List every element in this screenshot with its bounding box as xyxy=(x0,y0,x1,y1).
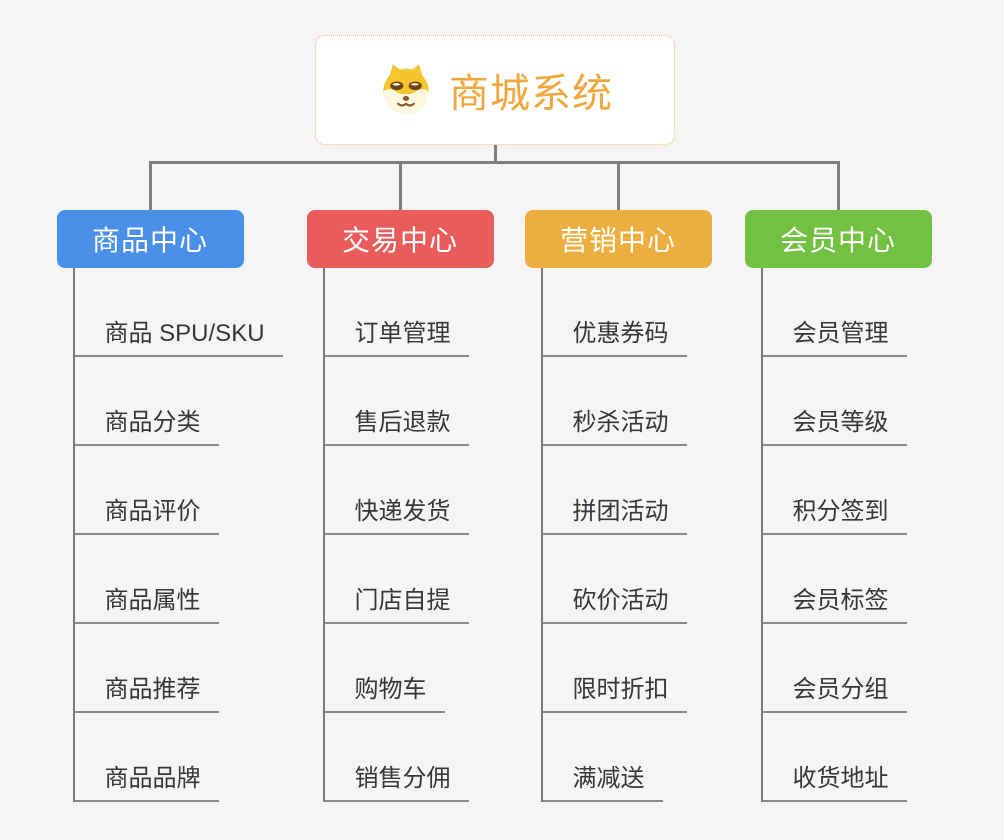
child-item[interactable]: 秒杀活动 xyxy=(540,357,687,446)
child-label: 拼团活动 xyxy=(540,491,687,535)
child-item[interactable]: 商品分类 xyxy=(72,357,283,446)
child-label: 砍价活动 xyxy=(540,580,687,624)
child-label: 优惠券码 xyxy=(540,313,687,357)
branch-label: 营销中心 xyxy=(559,225,676,256)
child-label: 商品分类 xyxy=(72,402,219,446)
child-label: 售后退款 xyxy=(322,402,469,446)
branch-node-0[interactable]: 商品中心 xyxy=(56,210,244,268)
child-item[interactable]: 购物车 xyxy=(322,624,469,713)
child-label: 会员分组 xyxy=(760,669,907,713)
child-item[interactable]: 会员等级 xyxy=(760,357,907,446)
child-item[interactable]: 会员标签 xyxy=(760,535,907,624)
branch-node-1[interactable]: 交易中心 xyxy=(306,210,494,268)
child-item[interactable]: 砍价活动 xyxy=(540,535,687,624)
child-item[interactable]: 满减送 xyxy=(540,713,687,802)
connector-child-spine xyxy=(72,268,75,802)
child-item[interactable]: 商品品牌 xyxy=(72,713,283,802)
branch-node-3[interactable]: 会员中心 xyxy=(744,210,932,268)
branch-children-2: 优惠券码秒杀活动拼团活动砍价活动限时折扣满减送 xyxy=(540,268,687,802)
child-item[interactable]: 商品推荐 xyxy=(72,624,283,713)
child-label: 快递发货 xyxy=(322,491,469,535)
connector-bus xyxy=(148,161,840,164)
child-item[interactable]: 收货地址 xyxy=(760,713,907,802)
dog-face-icon xyxy=(377,60,435,121)
root-node-mall-system[interactable]: 商城系统 xyxy=(315,35,675,145)
child-label: 秒杀活动 xyxy=(540,402,687,446)
branch-label: 商品中心 xyxy=(91,225,208,256)
child-item[interactable]: 会员分组 xyxy=(760,624,907,713)
child-label: 商品 SPU/SKU xyxy=(72,313,283,357)
child-label: 商品推荐 xyxy=(72,669,219,713)
connector-branch-drop xyxy=(616,161,620,210)
child-label: 会员管理 xyxy=(760,313,907,357)
root-title: 商城系统 xyxy=(449,72,613,116)
child-label: 会员标签 xyxy=(760,580,907,624)
child-item[interactable]: 快递发货 xyxy=(322,446,469,535)
child-label: 购物车 xyxy=(322,669,445,713)
branch-label: 交易中心 xyxy=(341,225,458,256)
child-label: 收货地址 xyxy=(760,758,907,802)
child-item[interactable]: 订单管理 xyxy=(322,268,469,357)
child-label: 商品评价 xyxy=(72,491,219,535)
branch-children-0: 商品 SPU/SKU 商品分类商品评价商品属性商品推荐商品品牌 xyxy=(72,268,283,802)
child-item[interactable]: 会员管理 xyxy=(760,268,907,357)
child-label: 商品属性 xyxy=(72,580,219,624)
child-label: 销售分佣 xyxy=(322,758,469,802)
connector-child-spine xyxy=(760,268,763,802)
child-item[interactable]: 商品属性 xyxy=(72,535,283,624)
child-item[interactable]: 拼团活动 xyxy=(540,446,687,535)
child-item[interactable]: 商品评价 xyxy=(72,446,283,535)
child-item[interactable]: 销售分佣 xyxy=(322,713,469,802)
child-item[interactable]: 积分签到 xyxy=(760,446,907,535)
child-label: 满减送 xyxy=(540,758,663,802)
child-item[interactable]: 门店自提 xyxy=(322,535,469,624)
child-label: 会员等级 xyxy=(760,402,907,446)
connector-child-spine xyxy=(540,268,543,802)
connector-child-spine xyxy=(322,268,325,802)
connector-root-stub xyxy=(493,145,497,164)
branch-label: 会员中心 xyxy=(779,225,896,256)
connector-branch-drop xyxy=(836,161,840,210)
child-label: 门店自提 xyxy=(322,580,469,624)
branch-children-3: 会员管理会员等级积分签到会员标签会员分组收货地址 xyxy=(760,268,907,802)
child-label: 订单管理 xyxy=(322,313,469,357)
connector-branch-drop xyxy=(398,161,402,210)
child-item[interactable]: 限时折扣 xyxy=(540,624,687,713)
child-label: 积分签到 xyxy=(760,491,907,535)
branch-children-1: 订单管理售后退款快递发货门店自提购物车销售分佣 xyxy=(322,268,469,802)
branch-node-2[interactable]: 营销中心 xyxy=(524,210,712,268)
child-item[interactable]: 优惠券码 xyxy=(540,268,687,357)
child-label: 商品品牌 xyxy=(72,758,219,802)
child-label: 限时折扣 xyxy=(540,669,687,713)
connector-branch-drop xyxy=(148,161,152,210)
child-item[interactable]: 商品 SPU/SKU xyxy=(72,268,283,357)
child-item[interactable]: 售后退款 xyxy=(322,357,469,446)
